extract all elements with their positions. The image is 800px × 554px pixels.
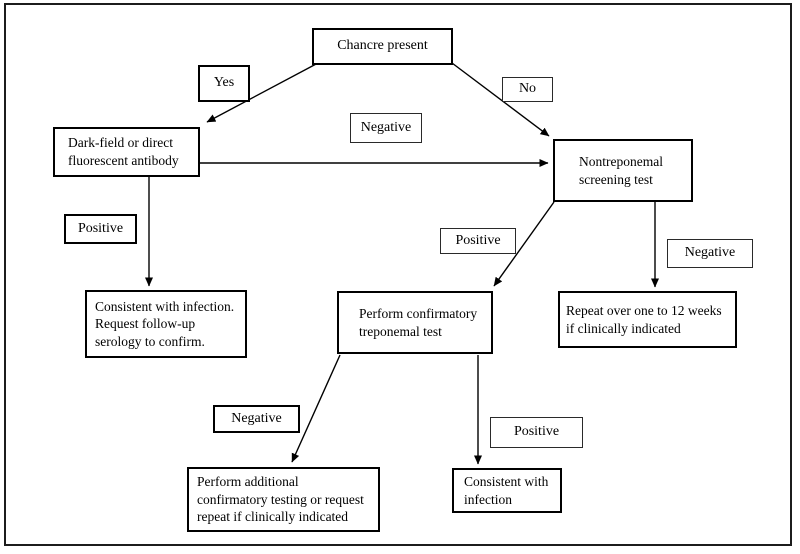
- edge-label-no: No: [502, 77, 553, 102]
- node-consistent-with-infection: Consistent with infection: [452, 468, 562, 513]
- node-nontreponemal-screening-test: Nontreponemal screening test: [553, 139, 693, 202]
- node-confirmatory-treponemal-test: Perform confirmatory treponemal test: [337, 291, 493, 354]
- node-dark-field-test: Dark-field or direct fluorescent antibod…: [53, 127, 200, 177]
- arrow-positive-to-confirmatory: [493, 201, 555, 287]
- arrow-yes: [206, 62, 319, 123]
- edge-label-negative-bottom: Negative: [213, 405, 300, 433]
- edge-label-positive-bottom: Positive: [490, 417, 583, 448]
- node-repeat-one-to-12-weeks: Repeat over one to 12 weeks if clinicall…: [558, 291, 737, 348]
- edge-label-positive-left: Positive: [64, 214, 137, 244]
- arrow-no: [451, 62, 550, 137]
- edge-label-yes: Yes: [198, 65, 250, 102]
- node-additional-confirmatory-testing: Perform additional confirmatory testing …: [187, 467, 380, 532]
- edge-label-negative-right: Negative: [667, 239, 753, 268]
- arrow-negative-to-additional: [291, 354, 341, 463]
- edge-label-positive-middle: Positive: [440, 228, 516, 254]
- edge-label-negative-top: Negative: [350, 113, 422, 143]
- node-consistent-with-infection-followup: Consistent with infection. Request follo…: [85, 290, 247, 358]
- diagram-frame: [4, 3, 792, 546]
- node-chancre-present: Chancre present: [312, 28, 453, 65]
